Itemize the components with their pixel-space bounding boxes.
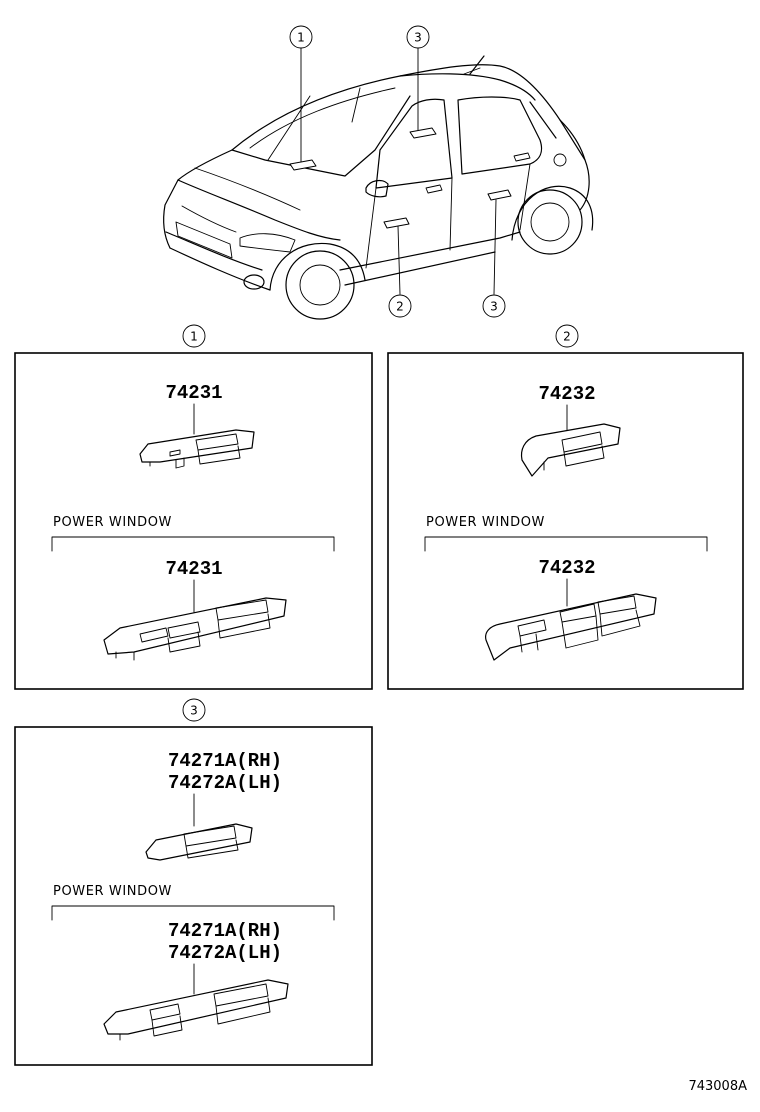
caption: POWER WINDOW [426,515,545,530]
panel-2: 2 74232 POWER WINDOW 74232 [387,324,744,690]
part-number: 74231 [165,382,222,404]
switch-assembly-part [103,979,289,1041]
bracket-line [51,536,335,552]
part-number-lh: 74272A(LH) [168,772,282,794]
switch-bezel-part [520,423,621,477]
bracket-line [51,905,335,921]
part-number-rh: 74271A(RH) [168,920,282,942]
callout-circle [182,324,206,348]
caption: POWER WINDOW [53,884,172,899]
part-number-rh: 74271A(RH) [168,750,282,772]
panel-1-frame [14,352,373,690]
switch-bezel-part [139,429,255,469]
diagram-code: 743008A [688,1079,747,1094]
callout-circle [482,294,506,318]
switch-bezel-part [145,823,253,861]
panel-1: 1 74231 POWER WINDOW 74231 [14,324,373,690]
callout-circle [555,324,579,348]
callout-circle [388,294,412,318]
bracket-line [424,536,708,552]
part-number: 74232 [538,383,595,405]
panel-3-frame [14,726,373,1066]
caption: POWER WINDOW [53,515,172,530]
callout-circle [289,25,313,49]
switch-assembly-part [103,597,287,661]
callout-circle [406,25,430,49]
callout-panel-2: 2 [563,330,571,344]
callout-car-top-1: 1 [297,31,305,45]
callout-car-bottom-2: 2 [396,300,404,314]
callout-panel-1: 1 [190,330,198,344]
part-number: 74232 [538,557,595,579]
callout-circle [182,698,206,722]
car-illustration: 1 3 2 3 [163,25,594,320]
panel-2-frame [387,352,744,690]
switch-assembly-part [485,593,657,661]
callout-car-bottom-3: 3 [490,300,498,314]
callout-panel-3: 3 [190,704,198,718]
panel-3: 3 74271A(RH) 74272A(LH) POWER WINDOW 742… [14,698,373,1066]
part-number: 74231 [165,558,222,580]
part-number-lh: 74272A(LH) [168,942,282,964]
callout-car-top-3: 3 [414,31,422,45]
